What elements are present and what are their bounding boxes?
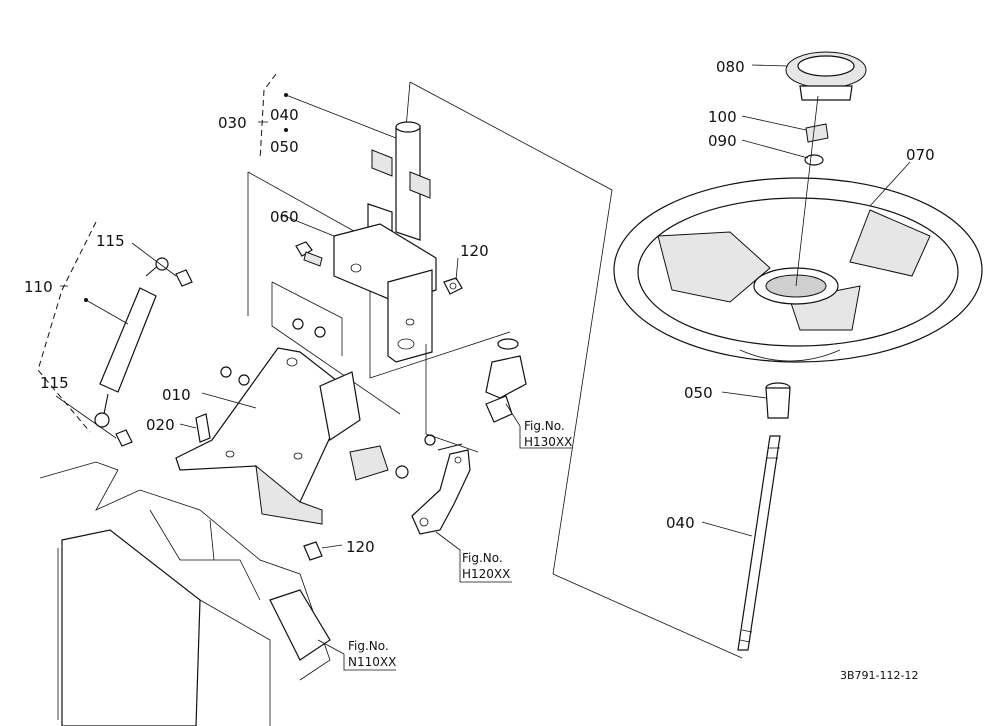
leader-lines <box>55 64 911 671</box>
bolt-060 <box>295 241 323 267</box>
tilt-lever <box>411 443 471 535</box>
bushing-050 <box>765 382 791 419</box>
fig-ref-h120-prefix: Fig.No. <box>462 551 503 565</box>
fig-ref-h130-prefix: Fig.No. <box>524 419 565 433</box>
fig-ref-h130: H130XX <box>524 435 572 449</box>
nut-120-upper <box>443 277 463 295</box>
callout-010: 010 <box>162 386 191 404</box>
fig-ref-n110-prefix: Fig.No. <box>348 639 389 653</box>
nut-100 <box>805 123 829 143</box>
callout-050-lower: 050 <box>684 384 713 402</box>
bracket-010 <box>175 281 401 525</box>
callout-110: 110 <box>24 278 53 296</box>
callout-labels: 030 040 050 060 120 115 110 115 010 020 … <box>24 58 935 556</box>
callout-115-lower: 115 <box>40 374 69 392</box>
callout-020: 020 <box>146 416 175 434</box>
fig-ref-n110: N110XX <box>348 655 396 669</box>
shaft-040 <box>737 435 781 651</box>
callout-070: 070 <box>906 146 935 164</box>
callout-090: 090 <box>708 132 737 150</box>
center-cap <box>785 51 867 101</box>
callout-120-lower: 120 <box>346 538 375 556</box>
callout-030: 030 <box>218 114 247 132</box>
figure-references: Fig.No. H130XX Fig.No. H120XX Fig.No. N1… <box>348 419 572 669</box>
steering-column-assembly <box>247 81 743 659</box>
washer-090 <box>804 154 824 166</box>
fig-ref-h120: H120XX <box>462 567 510 581</box>
callout-100: 100 <box>708 108 737 126</box>
callout-080: 080 <box>716 58 745 76</box>
callout-040-lower: 040 <box>666 514 695 532</box>
callout-050-upper: 050 <box>270 138 299 156</box>
callout-120-upper: 120 <box>460 242 489 260</box>
gas-spring <box>37 221 193 447</box>
tractor-frame <box>39 461 331 726</box>
callout-040-upper: 040 <box>270 106 299 124</box>
hardware-small <box>195 318 436 561</box>
universal-joint <box>425 338 527 453</box>
callout-115-upper: 115 <box>96 232 125 250</box>
diagram-code: 3B791-112-12 <box>840 669 918 682</box>
callout-060: 060 <box>270 208 299 226</box>
